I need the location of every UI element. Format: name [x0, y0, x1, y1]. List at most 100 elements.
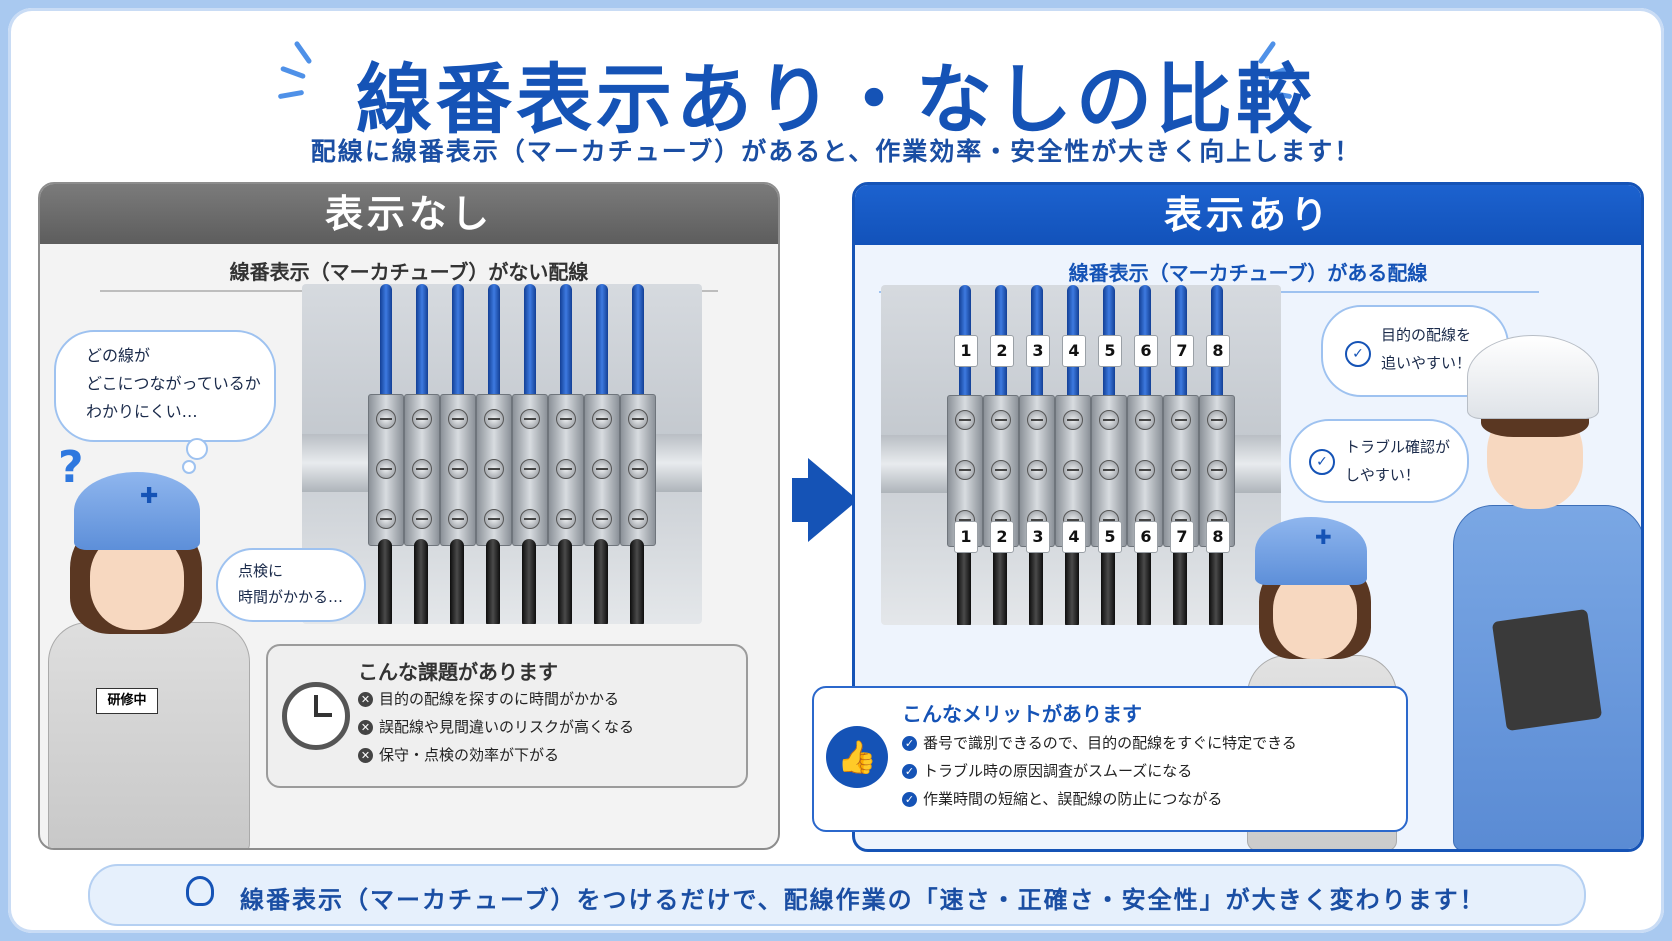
wire-marker-bottom: 2 [990, 521, 1014, 553]
black-wire [993, 540, 1007, 625]
blue-wire [560, 284, 572, 404]
terminal-block [440, 394, 476, 546]
panel-subheader-without: 線番表示（マーカチューブ）がない配線 [229, 260, 589, 284]
lightbulb-icon [186, 876, 214, 906]
panel-with-marker: 表示あり 線番表示（マーカチューブ）がある配線 [852, 182, 1644, 852]
thumbs-up-icon: 👍 [826, 726, 888, 788]
check-circle-icon: ✓ [1309, 449, 1335, 475]
wire-marker-bottom: 7 [1170, 521, 1194, 553]
terminal-block [512, 394, 548, 546]
blue-wire [452, 284, 464, 404]
arrow-right-icon [808, 458, 858, 542]
wire-marker-bottom: 6 [1134, 521, 1158, 553]
terminal-block [620, 394, 656, 546]
question-mark-icon: ? [58, 442, 84, 493]
blue-wire [380, 284, 392, 404]
issue-item: ✕誤配線や見間違いのリスクが高くなる [358, 716, 634, 737]
terminal-block [404, 394, 440, 546]
x-circle-icon: ✕ [358, 720, 373, 735]
black-wire [630, 539, 644, 624]
panel-header-without: 表示なし [40, 184, 778, 244]
blue-wire [632, 284, 644, 404]
blue-wire [524, 284, 536, 404]
terminal-block [584, 394, 620, 546]
panel-without-marker: 表示なし 線番表示（マーカチューブ）がない配線 [38, 182, 780, 850]
helmet-icon [1467, 335, 1599, 419]
black-wire [558, 539, 572, 624]
black-wire [957, 540, 971, 625]
infographic-frame: 線番表示あり・なしの比較 配線に線番表示（マーカチューブ）があると、作業効率・安… [8, 8, 1664, 933]
bubble-line: 追いやすい！ [1381, 354, 1472, 372]
wire-marker-bottom: 4 [1062, 521, 1086, 553]
black-wire [450, 539, 464, 624]
clipboard-icon [1491, 608, 1603, 732]
black-wire [1065, 540, 1079, 625]
check-circle-icon: ✓ [1345, 341, 1371, 367]
check-circle-icon: ✓ [902, 736, 917, 751]
bubble-line: 時間がかかる… [238, 588, 344, 606]
wiring-photo-unlabeled [302, 284, 702, 624]
issue-item: ✕目的の配線を探すのに時間がかかる [358, 688, 619, 709]
blue-wire [596, 284, 608, 404]
bubble-line: しやすい！ [1345, 466, 1420, 484]
speech-bubble-easy-trouble: ✓ トラブル確認が しやすい！ [1289, 419, 1469, 503]
thought-dot [182, 460, 196, 474]
black-wire [1101, 540, 1115, 625]
black-wire [594, 539, 608, 624]
wire-marker-top: 6 [1134, 335, 1158, 367]
thought-bubble-confused: どの線が どこにつながっているか わかりにくい… [54, 330, 276, 442]
x-circle-icon: ✕ [358, 692, 373, 707]
black-wire [522, 539, 536, 624]
terminal-block [476, 394, 512, 546]
terminal-block [983, 395, 1019, 547]
helmet-icon [74, 472, 200, 550]
bubble-line: 点検に [238, 562, 284, 580]
page-title: 線番表示あり・なしの比較 [356, 55, 1316, 144]
footer-banner: 線番表示（マーカチューブ）をつけるだけで、配線作業の「速さ・正確さ・安全性」が大… [88, 864, 1586, 926]
wire-marker-top: 1 [954, 335, 978, 367]
bubble-line: わかりにくい… [86, 402, 198, 421]
merit-item: ✓作業時間の短縮と、誤配線の防止につながる [902, 788, 1222, 809]
blue-wire [488, 284, 500, 404]
arrow-right-icon-stem [792, 478, 810, 522]
wire-marker-top: 5 [1098, 335, 1122, 367]
black-wire [1029, 540, 1043, 625]
bubble-line: 目的の配線を [1381, 326, 1472, 344]
terminal-block [548, 394, 584, 546]
blue-wire [416, 284, 428, 404]
thought-dot [186, 438, 208, 460]
bubble-line: どの線が [86, 346, 151, 365]
bubble-line: どこにつながっているか [86, 374, 261, 393]
wire-marker-top: 3 [1026, 335, 1050, 367]
black-wire [1209, 540, 1223, 625]
merit-item: ✓トラブル時の原因調査がスムーズになる [902, 760, 1192, 781]
thought-bubble-inspection: 点検に 時間がかかる… [216, 548, 366, 622]
wire-marker-top: 8 [1206, 335, 1230, 367]
bubble-line: トラブル確認が [1345, 438, 1451, 456]
wire-marker-bottom: 8 [1206, 521, 1230, 553]
speech-bubble-easy-trace: ✓ 目的の配線を 追いやすい！ [1321, 305, 1509, 397]
trainee-uniform [48, 622, 250, 848]
black-wire [378, 539, 392, 624]
helmet-icon [1255, 517, 1367, 585]
wire-marker-bottom: 5 [1098, 521, 1122, 553]
page-subtitle: 配線に線番表示（マーカチューブ）があると、作業効率・安全性が大きく向上します！ [310, 137, 1362, 166]
merit-item: ✓番号で識別できるので、目的の配線をすぐに特定できる [902, 732, 1297, 753]
black-wire [486, 539, 500, 624]
stopwatch-icon [282, 682, 350, 750]
check-circle-icon: ✓ [902, 792, 917, 807]
black-wire [1137, 540, 1151, 625]
merits-box: 👍 こんなメリットがあります ✓番号で識別できるので、目的の配線をすぐに特定でき… [812, 686, 1408, 832]
terminal-block [368, 394, 404, 546]
wire-marker-bottom: 1 [954, 521, 978, 553]
black-wire [1173, 540, 1187, 625]
wire-marker-top: 7 [1170, 335, 1194, 367]
trainee-badge: 研修中 [96, 688, 158, 714]
wire-marker-top: 4 [1062, 335, 1086, 367]
x-circle-icon: ✕ [358, 748, 373, 763]
helmet-cross-icon: ✚ [140, 484, 159, 509]
panel-header-with: 表示あり [855, 185, 1641, 245]
wiring-photo-labeled: 1 2 3 4 5 6 7 8 1 2 3 4 5 6 7 8 [881, 285, 1281, 625]
helmet-cross-icon: ✚ [1315, 525, 1332, 549]
panel-subheader-with: 線番表示（マーカチューブ）がある配線 [1068, 261, 1428, 285]
